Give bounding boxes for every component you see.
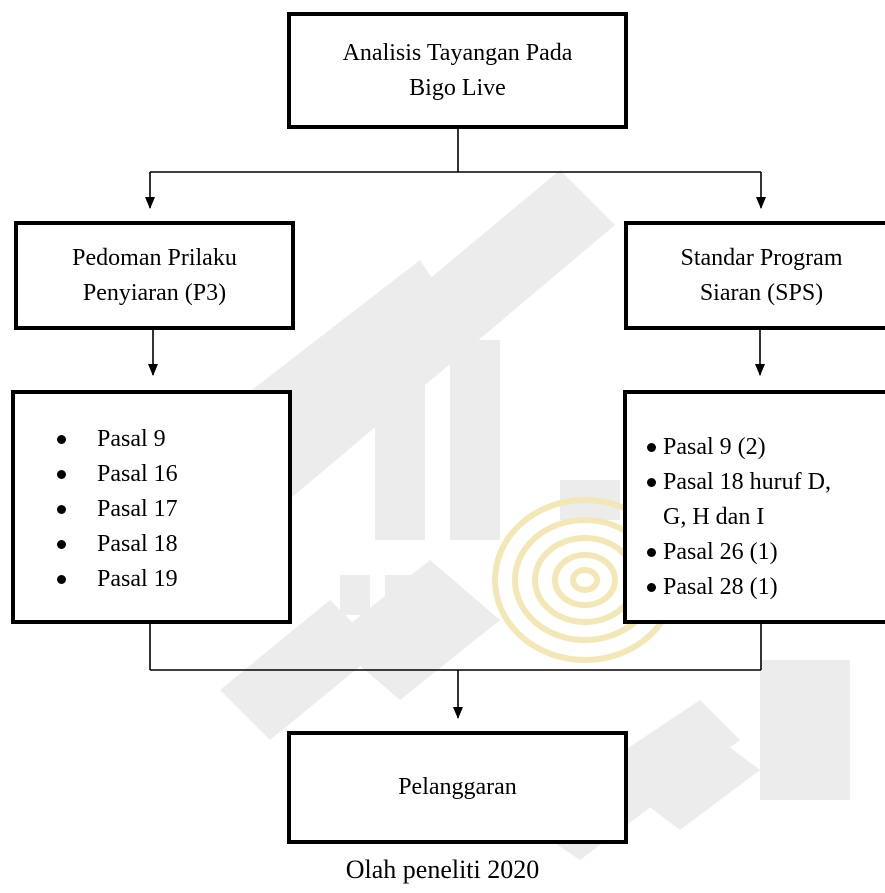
list-item: Pasal 18 huruf D, G, H dan I xyxy=(647,465,831,535)
result-label: Pelanggaran xyxy=(398,774,517,801)
list-item: Pasal 9 xyxy=(57,422,178,457)
list-item-text: Pasal 28 (1) xyxy=(663,574,778,600)
bullet-icon xyxy=(57,540,66,549)
list-item-continuation: G, H dan I xyxy=(663,504,765,530)
sps-articles-box: Pasal 9 (2) Pasal 18 huruf D,G, H dan I … xyxy=(623,390,885,624)
sps-label-box: Standar Program Siaran (SPS) xyxy=(624,221,885,330)
list-item: Pasal 18 xyxy=(57,527,178,562)
list-item-text: Pasal 17 xyxy=(97,496,178,522)
bullet-icon xyxy=(57,575,66,584)
bullet-icon xyxy=(57,435,66,444)
list-item-text: Pasal 16 xyxy=(97,461,178,487)
list-item-text: Pasal 19 xyxy=(97,566,178,592)
list-item: Pasal 28 (1) xyxy=(647,570,831,605)
list-item: Pasal 16 xyxy=(57,457,178,492)
list-item-text: Pasal 26 (1) xyxy=(663,539,778,565)
result-box: Pelanggaran xyxy=(287,731,628,844)
bullet-icon xyxy=(647,478,656,487)
sps-label-line: Standar Program xyxy=(680,245,843,272)
p3-articles-list: Pasal 9 Pasal 16 Pasal 17 Pasal 18 Pasal… xyxy=(57,422,178,597)
list-item: Pasal 9 (2) xyxy=(647,430,831,465)
bullet-icon xyxy=(57,470,66,479)
title-box: Analisis Tayangan Pada Bigo Live xyxy=(287,12,628,129)
figure-caption: Olah peneliti 2020 xyxy=(345,855,540,884)
title-line: Bigo Live xyxy=(409,74,506,101)
p3-articles-box: Pasal 9 Pasal 16 Pasal 17 Pasal 18 Pasal… xyxy=(11,390,292,624)
p3-label-line: Pedoman Prilaku xyxy=(72,245,237,272)
list-item: Pasal 26 (1) xyxy=(647,535,831,570)
list-item-text: Pasal 9 (2) xyxy=(663,434,766,460)
list-item-text: Pasal 18 huruf D, xyxy=(663,469,831,495)
title-line: Analisis Tayangan Pada xyxy=(342,40,573,67)
sps-label-line: Siaran (SPS) xyxy=(699,279,824,306)
list-item-text: Pasal 18 xyxy=(97,531,178,557)
bullet-icon xyxy=(647,443,656,452)
bullet-icon xyxy=(57,505,66,514)
bullet-icon xyxy=(647,583,656,592)
p3-label-line: Penyiaran (P3) xyxy=(82,279,227,306)
sps-articles-list: Pasal 9 (2) Pasal 18 huruf D,G, H dan I … xyxy=(647,430,831,605)
list-item: Pasal 19 xyxy=(57,562,178,597)
p3-label-box: Pedoman Prilaku Penyiaran (P3) xyxy=(14,221,295,330)
bullet-icon xyxy=(647,548,656,557)
list-item: Pasal 17 xyxy=(57,492,178,527)
list-item-text: Pasal 9 xyxy=(97,426,166,452)
